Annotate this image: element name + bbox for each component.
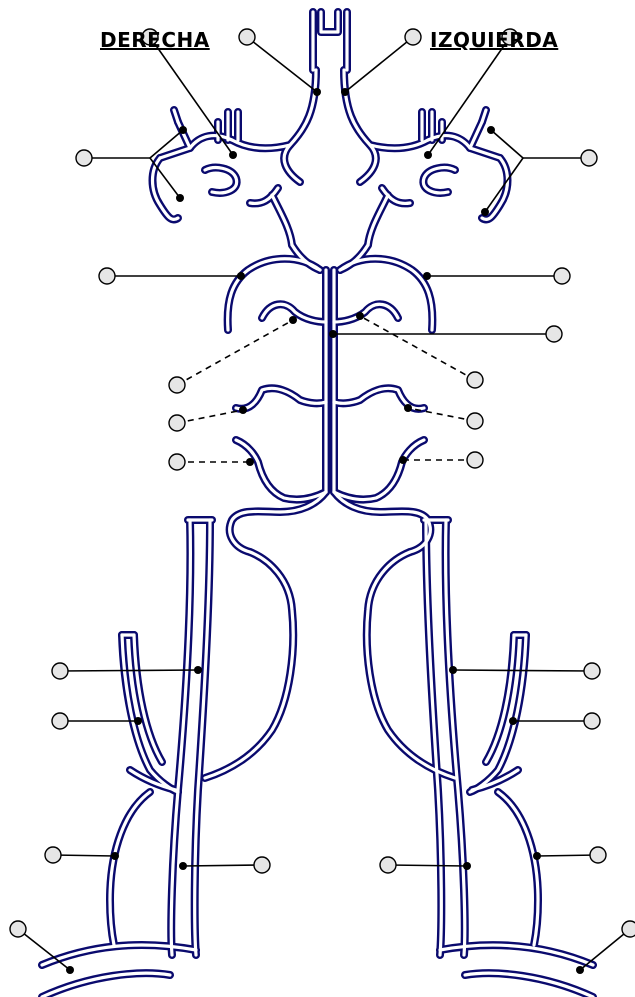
vessel-outline (42, 12, 593, 997)
marker-circle[interactable] (10, 921, 26, 937)
side-label-right: DERECHA (100, 28, 210, 52)
marker-circle[interactable] (584, 713, 600, 729)
marker-circle[interactable] (581, 150, 597, 166)
marker-circle[interactable] (45, 847, 61, 863)
marker-circle[interactable] (546, 326, 562, 342)
leader-lines (18, 37, 630, 970)
anchor-dots (66, 88, 584, 974)
side-label-left: IZQUIERDA (430, 28, 558, 52)
marker-circle[interactable] (590, 847, 606, 863)
marker-circle[interactable] (239, 29, 255, 45)
marker-circle[interactable] (554, 268, 570, 284)
marker-circle[interactable] (405, 29, 421, 45)
marker-circle[interactable] (52, 713, 68, 729)
marker-circle[interactable] (380, 857, 396, 873)
marker-circle[interactable] (467, 413, 483, 429)
marker-circle[interactable] (99, 268, 115, 284)
marker-circle[interactable] (584, 663, 600, 679)
marker-circle[interactable] (169, 415, 185, 431)
marker-circle[interactable] (169, 377, 185, 393)
marker-circle[interactable] (467, 452, 483, 468)
marker-circle[interactable] (169, 454, 185, 470)
marker-circle[interactable] (254, 857, 270, 873)
marker-circle[interactable] (622, 921, 635, 937)
marker-circle[interactable] (76, 150, 92, 166)
marker-circle[interactable] (52, 663, 68, 679)
marker-circle[interactable] (467, 372, 483, 388)
